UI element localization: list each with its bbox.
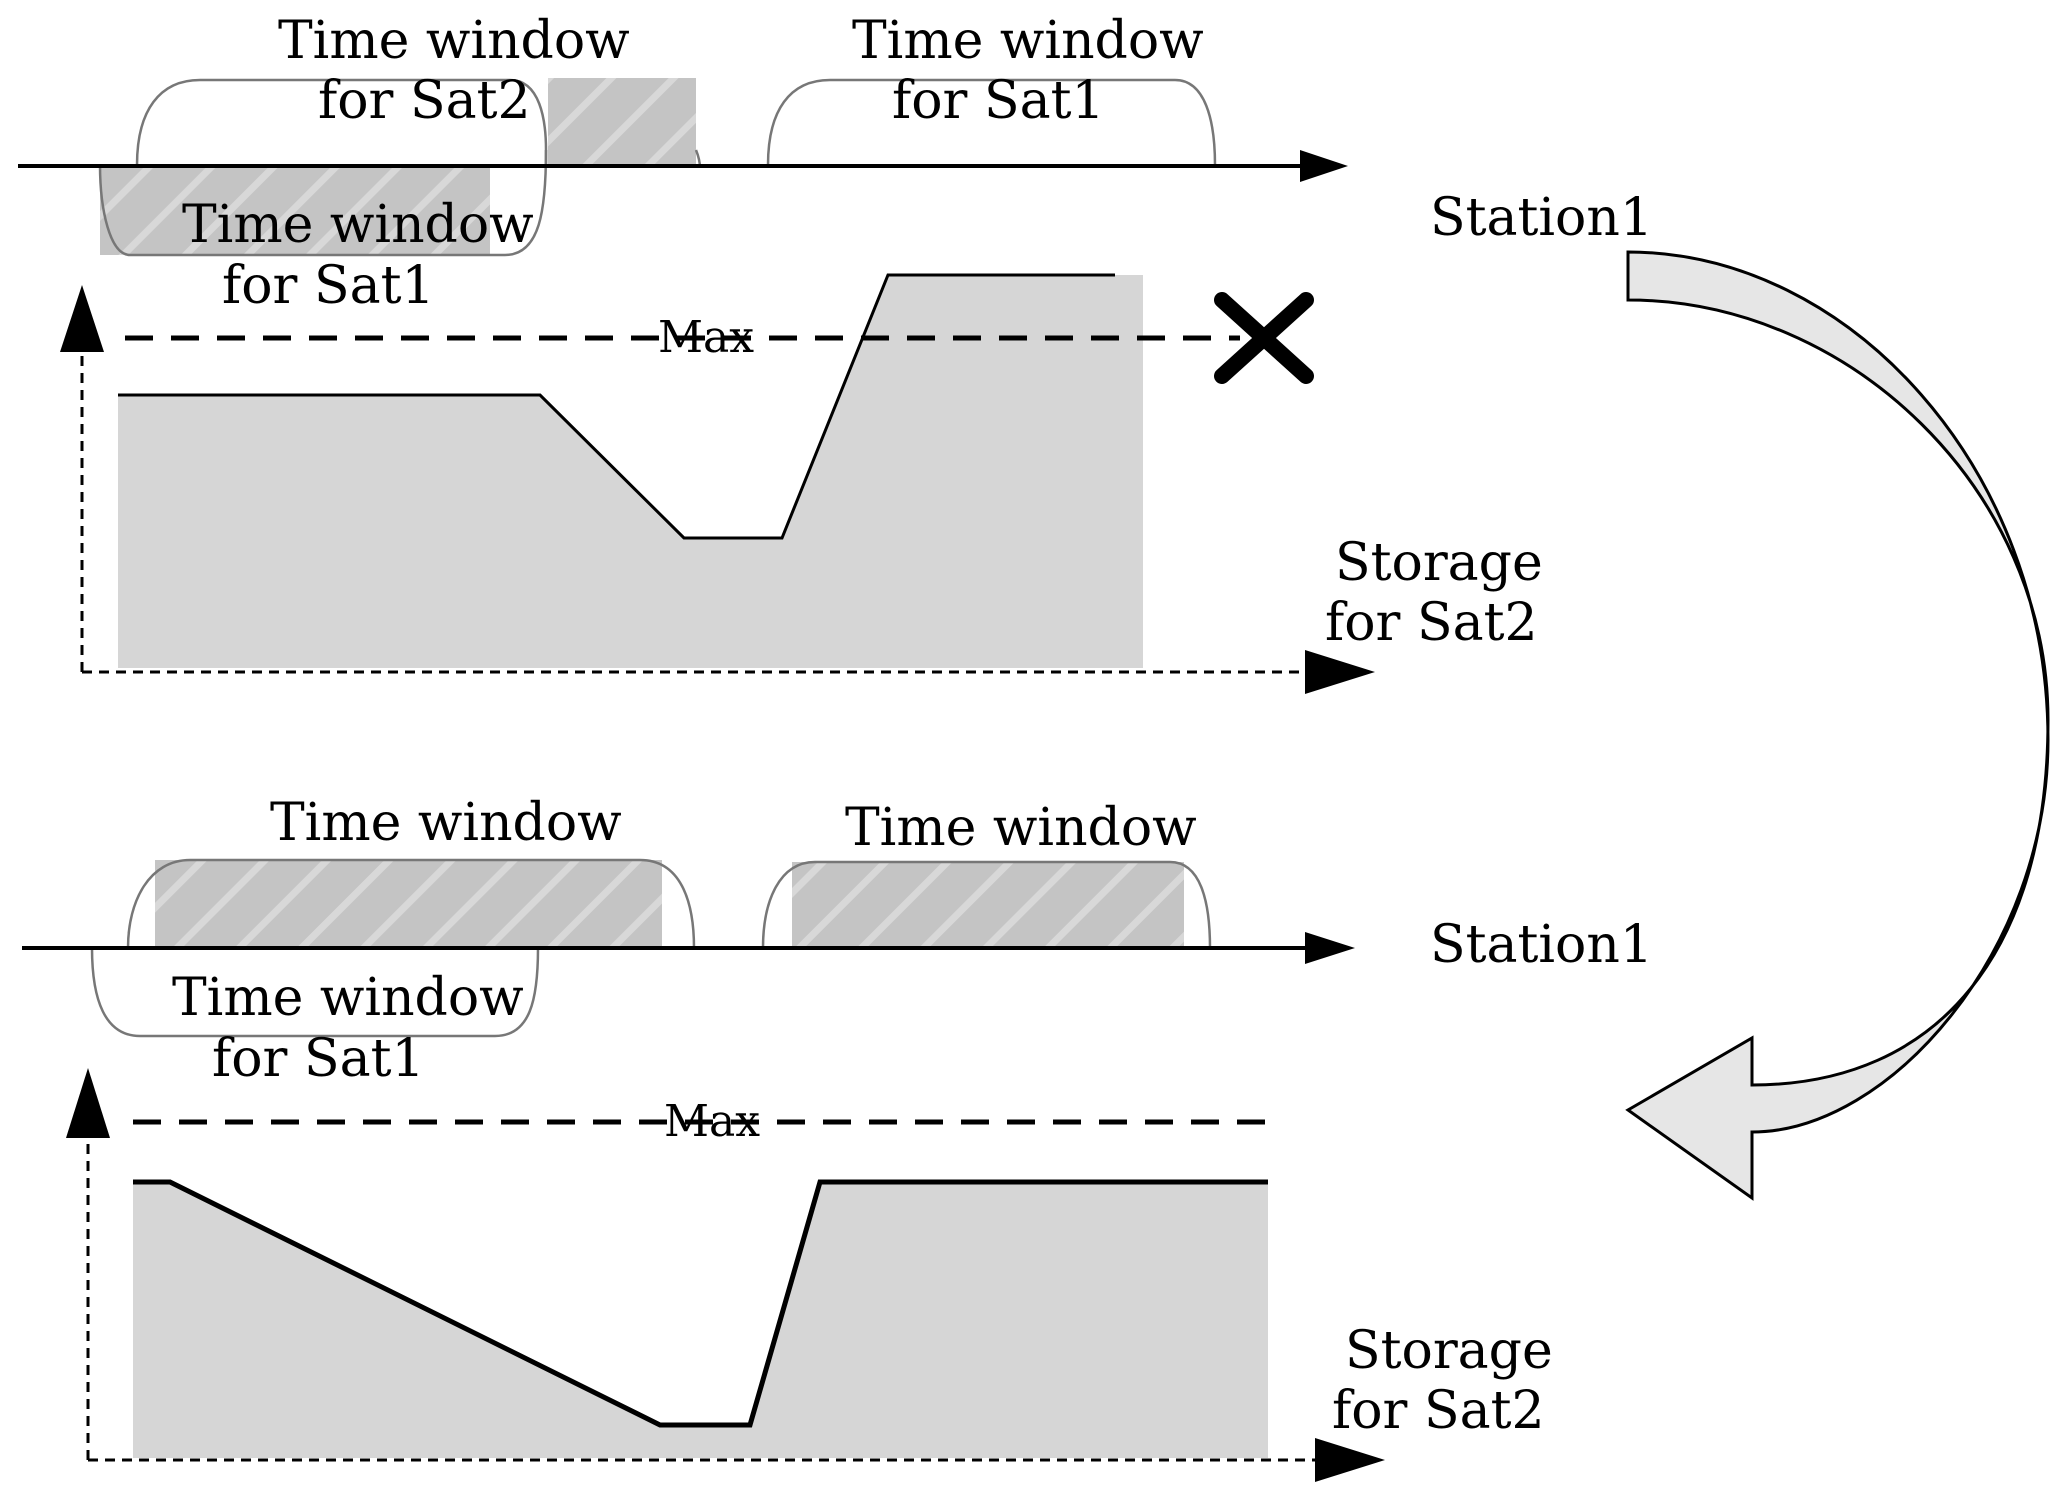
bottom-panel: Time window Time window Time window for …	[22, 793, 1653, 1482]
bottom-window-sat1-label-2: for Sat1	[212, 1029, 425, 1089]
top-window-sat2-label-2: for Sat2	[318, 71, 531, 131]
bottom-window-left-label: Time window	[270, 793, 622, 853]
top-window-sat1-right-bracket	[766, 78, 1217, 166]
bottom-window-right-label: Time window	[845, 798, 1197, 858]
transition-arrow	[1625, 250, 2050, 1201]
top-window-sat1-right-label-1: Time window	[852, 11, 1204, 71]
top-max-label: Max	[658, 312, 754, 363]
bottom-storage-label-1: Storage	[1345, 1321, 1553, 1381]
top-storage-y-arrowhead	[60, 285, 104, 352]
top-storage-curve	[118, 273, 1115, 540]
bottom-window-left-bracket	[126, 858, 696, 949]
bottom-storage-curve	[133, 1179, 1268, 1428]
bottom-window-sat1-bracket	[90, 947, 540, 1038]
bottom-scheduled-block-right	[792, 862, 1184, 947]
bottom-storage-area	[133, 1182, 1268, 1458]
top-window-sat1-left-label-2: for Sat1	[222, 256, 435, 316]
top-panel: Time window for Sat2 Time window for Sat…	[18, 11, 1653, 694]
bottom-storage-label-2: for Sat2	[1332, 1381, 1545, 1441]
transition-arrow-body	[1625, 250, 2050, 1201]
overflow-cross-icon	[1214, 292, 1314, 384]
bottom-window-right-bracket	[761, 860, 1212, 949]
top-window-sat2-label-1: Time window	[278, 11, 630, 71]
top-scheduled-block-left	[100, 165, 490, 255]
bottom-window-sat1-label-1: Time window	[172, 968, 524, 1028]
top-storage-x-arrowhead	[1305, 650, 1375, 694]
bottom-storage-x-arrowhead	[1315, 1438, 1385, 1482]
bottom-max-label: Max	[664, 1096, 760, 1147]
top-station-label: Station1	[1430, 188, 1653, 248]
bottom-station-axis-arrowhead	[1305, 932, 1355, 964]
top-storage-label-2: for Sat2	[1325, 593, 1538, 653]
top-storage-label-1: Storage	[1335, 533, 1543, 593]
top-scheduled-block-mid	[548, 78, 696, 166]
bottom-scheduled-block-left	[155, 860, 662, 947]
bottom-storage-y-arrowhead	[66, 1068, 110, 1138]
top-window-sat1-left-label-1: Time window	[182, 195, 534, 255]
top-window-sat1-right-label-2: for Sat1	[892, 71, 1105, 131]
top-storage-area	[118, 275, 1143, 668]
top-station-axis-arrowhead	[1300, 150, 1348, 182]
bottom-station-label: Station1	[1430, 915, 1653, 975]
